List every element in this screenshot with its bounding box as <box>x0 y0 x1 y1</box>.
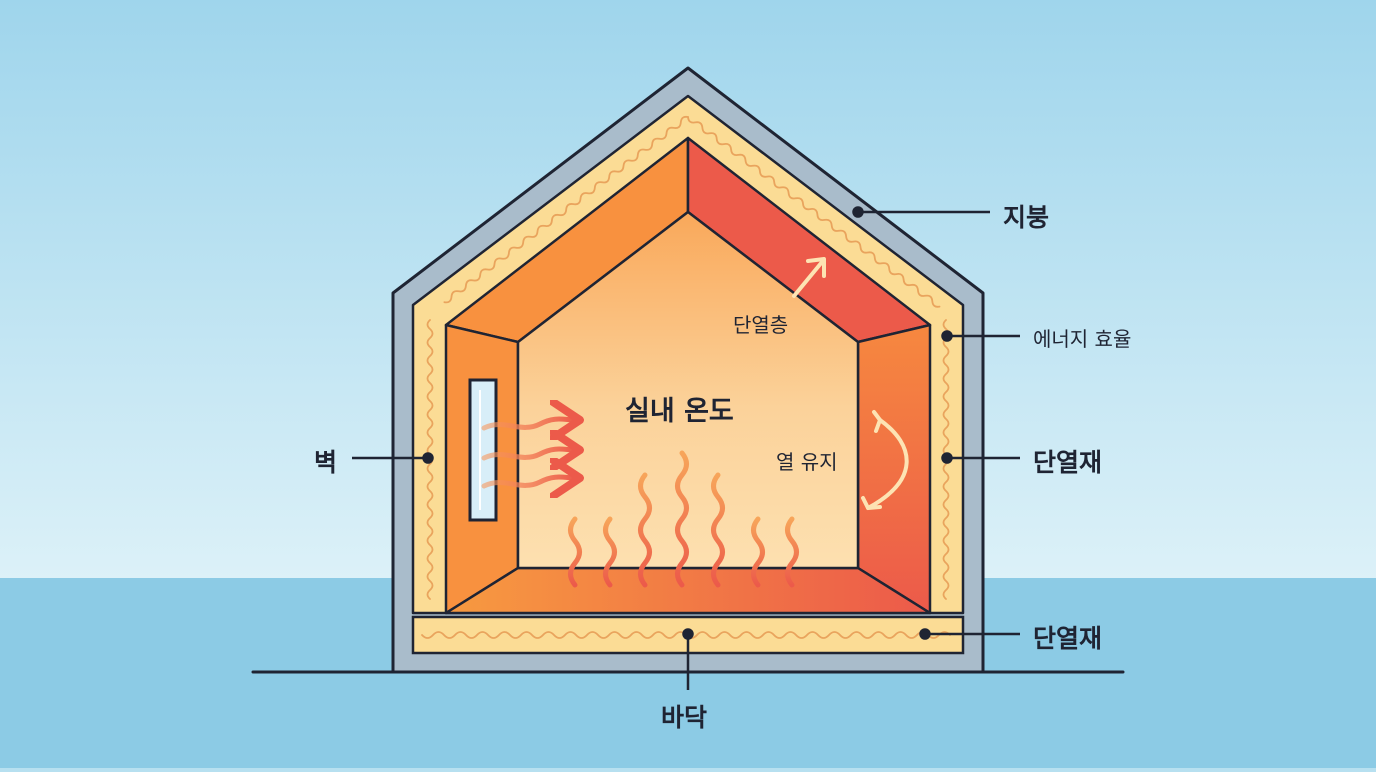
roof-callout-dot <box>852 206 864 218</box>
heat-wiggle <box>675 450 689 588</box>
wall-insulation-callout-dot <box>941 452 953 464</box>
circulation-arrow <box>861 410 909 510</box>
insulation-wave <box>443 115 689 304</box>
wall-callout-dot <box>422 452 434 464</box>
floor-panel <box>444 566 932 615</box>
insulation-wave <box>687 116 941 308</box>
floor-callout-dot <box>682 628 694 640</box>
heat-wiggle <box>711 472 725 588</box>
leader-lines <box>352 206 1020 690</box>
right-wall-panel <box>856 323 932 615</box>
floor-insulation-label: 단열재 <box>1033 624 1103 653</box>
heat-arrow-1 <box>481 419 575 428</box>
energy-efficiency-label: 에너지 효율 <box>1033 327 1132 351</box>
heat-wiggle <box>785 516 799 588</box>
floor-label: 바닥 <box>661 703 708 732</box>
heat-arrow-3 <box>481 477 575 486</box>
floor-insulation-callout-dot <box>919 628 931 640</box>
heat-retention-label: 열 유지 <box>776 450 838 474</box>
heat-flow-arrows <box>481 419 575 486</box>
energy-callout-dot <box>941 330 953 342</box>
interior-back-wall <box>516 210 860 570</box>
room-temperature-label: 실내 온도 <box>625 396 734 427</box>
wall-insulation-label: 단열재 <box>1033 448 1103 477</box>
heat-wiggle <box>751 516 765 588</box>
heat-arrow-2 <box>481 449 575 458</box>
wall-label: 벽 <box>314 448 338 477</box>
heat-up-arrow <box>792 257 826 298</box>
roof-label: 지붕 <box>1003 203 1050 232</box>
heat-wiggle <box>603 516 617 588</box>
rising-heat-lines <box>568 450 799 588</box>
heat-wiggle <box>638 472 652 588</box>
insulation-layer-label: 단열층 <box>733 313 789 337</box>
heat-wiggle <box>568 516 582 588</box>
window <box>468 378 498 522</box>
